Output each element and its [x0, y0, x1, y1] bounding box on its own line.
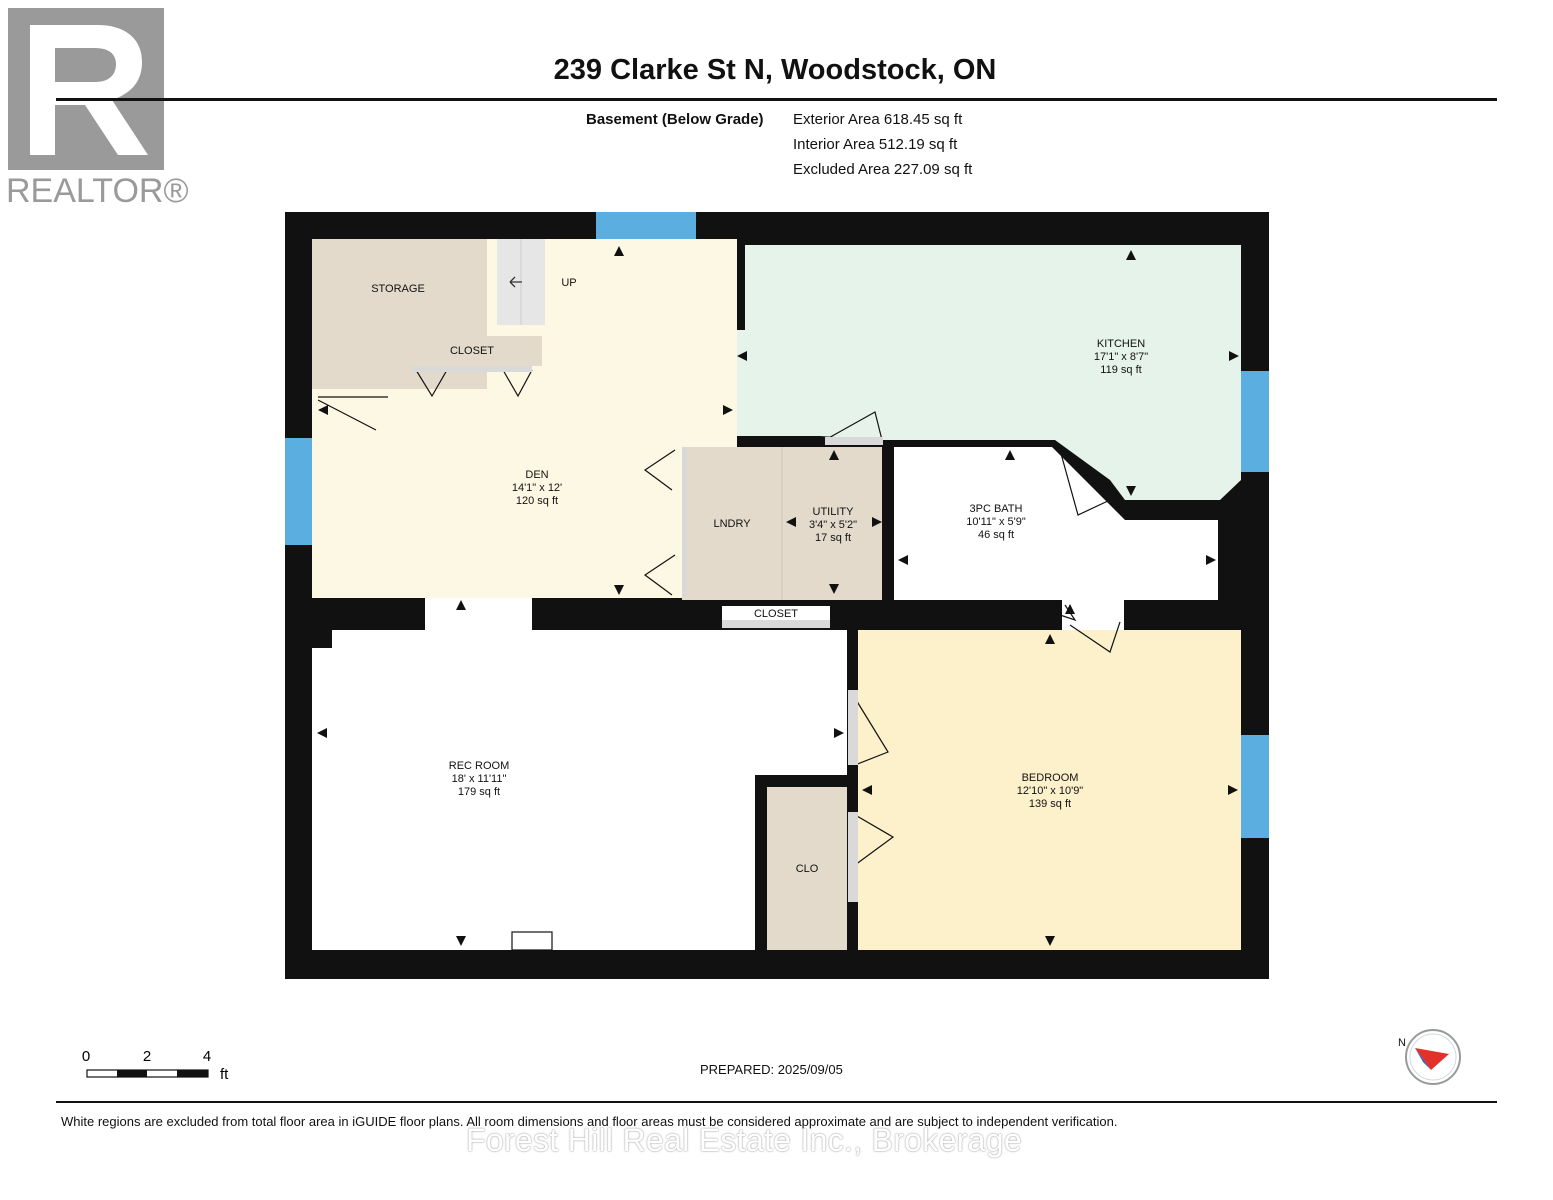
- bedroom-dims: 12'10" x 10'9": [1017, 785, 1084, 797]
- realtor-logo: REALTOR®: [6, 8, 189, 210]
- scale-unit: ft: [220, 1066, 229, 1083]
- rec-room-area: 179 sq ft: [458, 786, 500, 798]
- bath-area: 46 sq ft: [978, 529, 1014, 541]
- bedroom-name: BEDROOM: [1022, 772, 1079, 784]
- closet-den-label: CLOSET: [450, 345, 494, 357]
- kitchen-floor: [737, 245, 1241, 500]
- window-bedroom: [1241, 735, 1269, 838]
- excluded-area: Excluded Area 227.09 sq ft: [793, 161, 973, 178]
- den-name: DEN: [525, 469, 548, 481]
- scale-tick-2: 2: [143, 1048, 151, 1065]
- property-address-title: 239 Clarke St N, Woodstock, ON: [553, 54, 997, 86]
- clo-floor: [767, 787, 847, 950]
- utility-name: UTILITY: [813, 506, 855, 518]
- compass-icon: N: [1398, 1029, 1461, 1085]
- bedroom-floor: [858, 630, 1241, 950]
- realtor-wordmark: REALTOR®: [6, 172, 189, 210]
- realtor-r-icon: [8, 8, 164, 170]
- laundry-label: LNDRY: [713, 518, 751, 530]
- closet-den-floor: [404, 336, 542, 366]
- den-dims: 14'1" x 12': [512, 482, 562, 494]
- disclaimer-text: White regions are excluded from total fl…: [61, 1114, 1118, 1129]
- closet-hall-label: CLOSET: [754, 608, 798, 620]
- bedroom-area: 139 sq ft: [1029, 798, 1071, 810]
- storage-label: STORAGE: [371, 283, 425, 295]
- compass-north-label: N: [1398, 1037, 1406, 1049]
- bath-name: 3PC BATH: [970, 503, 1023, 515]
- window-top: [596, 212, 696, 239]
- rec-room-dims: 18' x 11'11": [452, 773, 507, 785]
- scale-tick-0: 0: [82, 1048, 90, 1065]
- kitchen-dims: 17'1" x 8'7": [1094, 351, 1148, 363]
- floor-level-label: Basement (Below Grade): [586, 111, 764, 128]
- scale-bar: 0 2 4 ft: [82, 1048, 229, 1083]
- clo-label: CLO: [796, 863, 819, 875]
- interior-area: Interior Area 512.19 sq ft: [793, 136, 958, 153]
- window-kitchen: [1241, 371, 1269, 472]
- brokerage-watermark: Forest Hill Real Estate Inc., Brokerage: [466, 1122, 1022, 1158]
- den-area: 120 sq ft: [516, 495, 558, 507]
- stairs-up-label: UP: [561, 277, 576, 289]
- utility-dims: 3'4" x 5'2": [809, 519, 857, 531]
- scale-tick-4: 4: [203, 1048, 211, 1065]
- bath-dims: 10'11" x 5'9": [966, 516, 1026, 528]
- bath-floor: [894, 447, 1218, 600]
- prepared-date: PREPARED: 2025/09/05: [700, 1062, 843, 1077]
- kitchen-name: KITCHEN: [1097, 338, 1145, 350]
- window-den: [285, 438, 312, 545]
- exterior-area: Exterior Area 618.45 sq ft: [793, 111, 963, 128]
- measurement-arrows: [317, 246, 1239, 946]
- footer-divider: [56, 1101, 1497, 1103]
- utility-area: 17 sq ft: [815, 532, 851, 544]
- rec-room-name: REC ROOM: [449, 760, 510, 772]
- kitchen-area: 119 sq ft: [1100, 364, 1141, 376]
- title-divider: [56, 98, 1497, 101]
